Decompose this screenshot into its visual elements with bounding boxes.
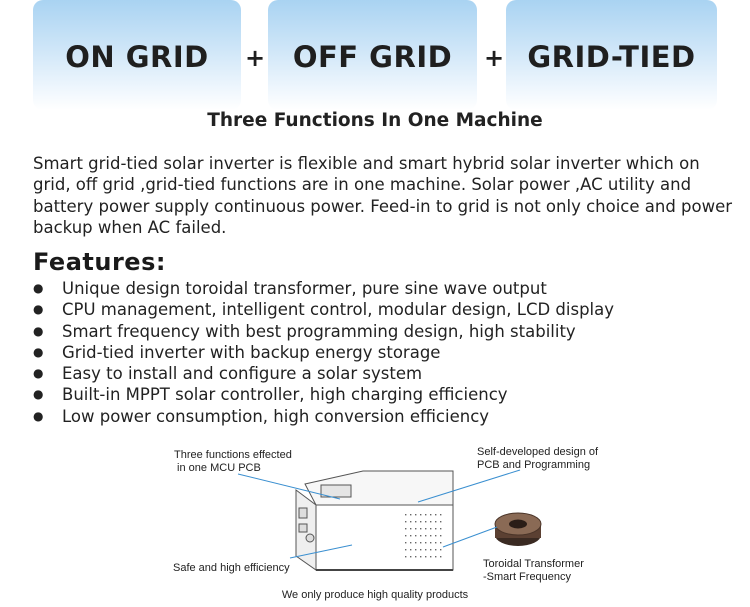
footer-tagline: We only produce high quality products (281, 589, 469, 601)
feature-item: ● Grid-tied inverter with backup energy s… (33, 342, 614, 363)
features-list: ● Unique design toroidal transformer, pur… (33, 278, 614, 427)
banner-on-grid-label: ON GRID (65, 40, 209, 74)
inverter-drawing (295, 470, 454, 571)
leader-lines (237, 469, 521, 559)
bullet-icon: ● (33, 387, 44, 402)
feature-item: ● Easy to install and configure a solar s… (33, 363, 614, 384)
feature-text: Low power consumption, high conversion e… (62, 406, 490, 426)
bullet-icon: ● (33, 281, 44, 295)
bullet-icon: ● (33, 408, 44, 423)
banner-grid-tied-label: GRID-TIED (527, 40, 696, 74)
banner-on-grid: ON GRID (33, 0, 241, 110)
feature-text: Grid-tied inverter with backup energy st… (62, 342, 441, 362)
banner-off-grid-label: OFF GRID (292, 40, 453, 74)
intro-paragraph: Smart grid-tied solar inverter is flexib… (33, 154, 733, 237)
label-mcu-line1: Three functions effected (174, 449, 292, 461)
banner-grid-tied: GRID-TIED (506, 0, 717, 110)
feature-item: ● Built-in MPPT solar controller, high ch… (33, 384, 614, 405)
plus-sign: + (245, 44, 266, 72)
feature-text: Easy to install and configure a solar sy… (62, 364, 423, 384)
bullet-icon: ● (33, 344, 44, 359)
feature-text: Unique design toroidal transformer, pure… (62, 279, 547, 298)
feature-text: Built-in MPPT solar controller, high cha… (62, 385, 508, 405)
label-toroid-line2: -Smart Frequency (483, 571, 572, 583)
feature-item: ● Low power consumption, high conversion … (33, 406, 614, 427)
label-toroid-line1: Toroidal Transformer (483, 558, 584, 570)
vent-grid (405, 514, 442, 558)
label-mcu-line2: in one MCU PCB (174, 462, 261, 474)
feature-text: Smart frequency with best programming de… (62, 321, 576, 341)
feature-item: ● CPU management, intelligent control, mo… (33, 299, 614, 320)
label-self-developed: Self-developed design of PCB and Program… (477, 446, 598, 472)
banner-off-grid: OFF GRID (268, 0, 477, 110)
feature-text: CPU management, intelligent control, mod… (62, 300, 615, 320)
toroidal-transformer-icon (494, 512, 542, 546)
label-toroidal-transformer: Toroidal Transformer -Smart Frequency (483, 558, 584, 584)
bullet-icon: ● (33, 323, 44, 338)
label-mcu-pcb: Three functions effected in one MCU PCB (174, 449, 292, 475)
features-heading: Features: (33, 248, 166, 276)
plus-sign: + (484, 44, 505, 72)
label-safe-efficiency: Safe and high efficiency (173, 562, 290, 574)
feature-item: ● Unique design toroidal transformer, pur… (33, 278, 614, 299)
feature-item: ● Smart frequency with best programming d… (33, 321, 614, 342)
bullet-icon: ● (33, 302, 44, 317)
label-self-line1: Self-developed design of (477, 446, 599, 458)
page-subtitle: Three Functions In One Machine (207, 110, 543, 131)
bullet-icon: ● (33, 366, 44, 381)
product-diagram (237, 469, 542, 571)
label-self-line2: PCB and Programming (477, 459, 591, 471)
